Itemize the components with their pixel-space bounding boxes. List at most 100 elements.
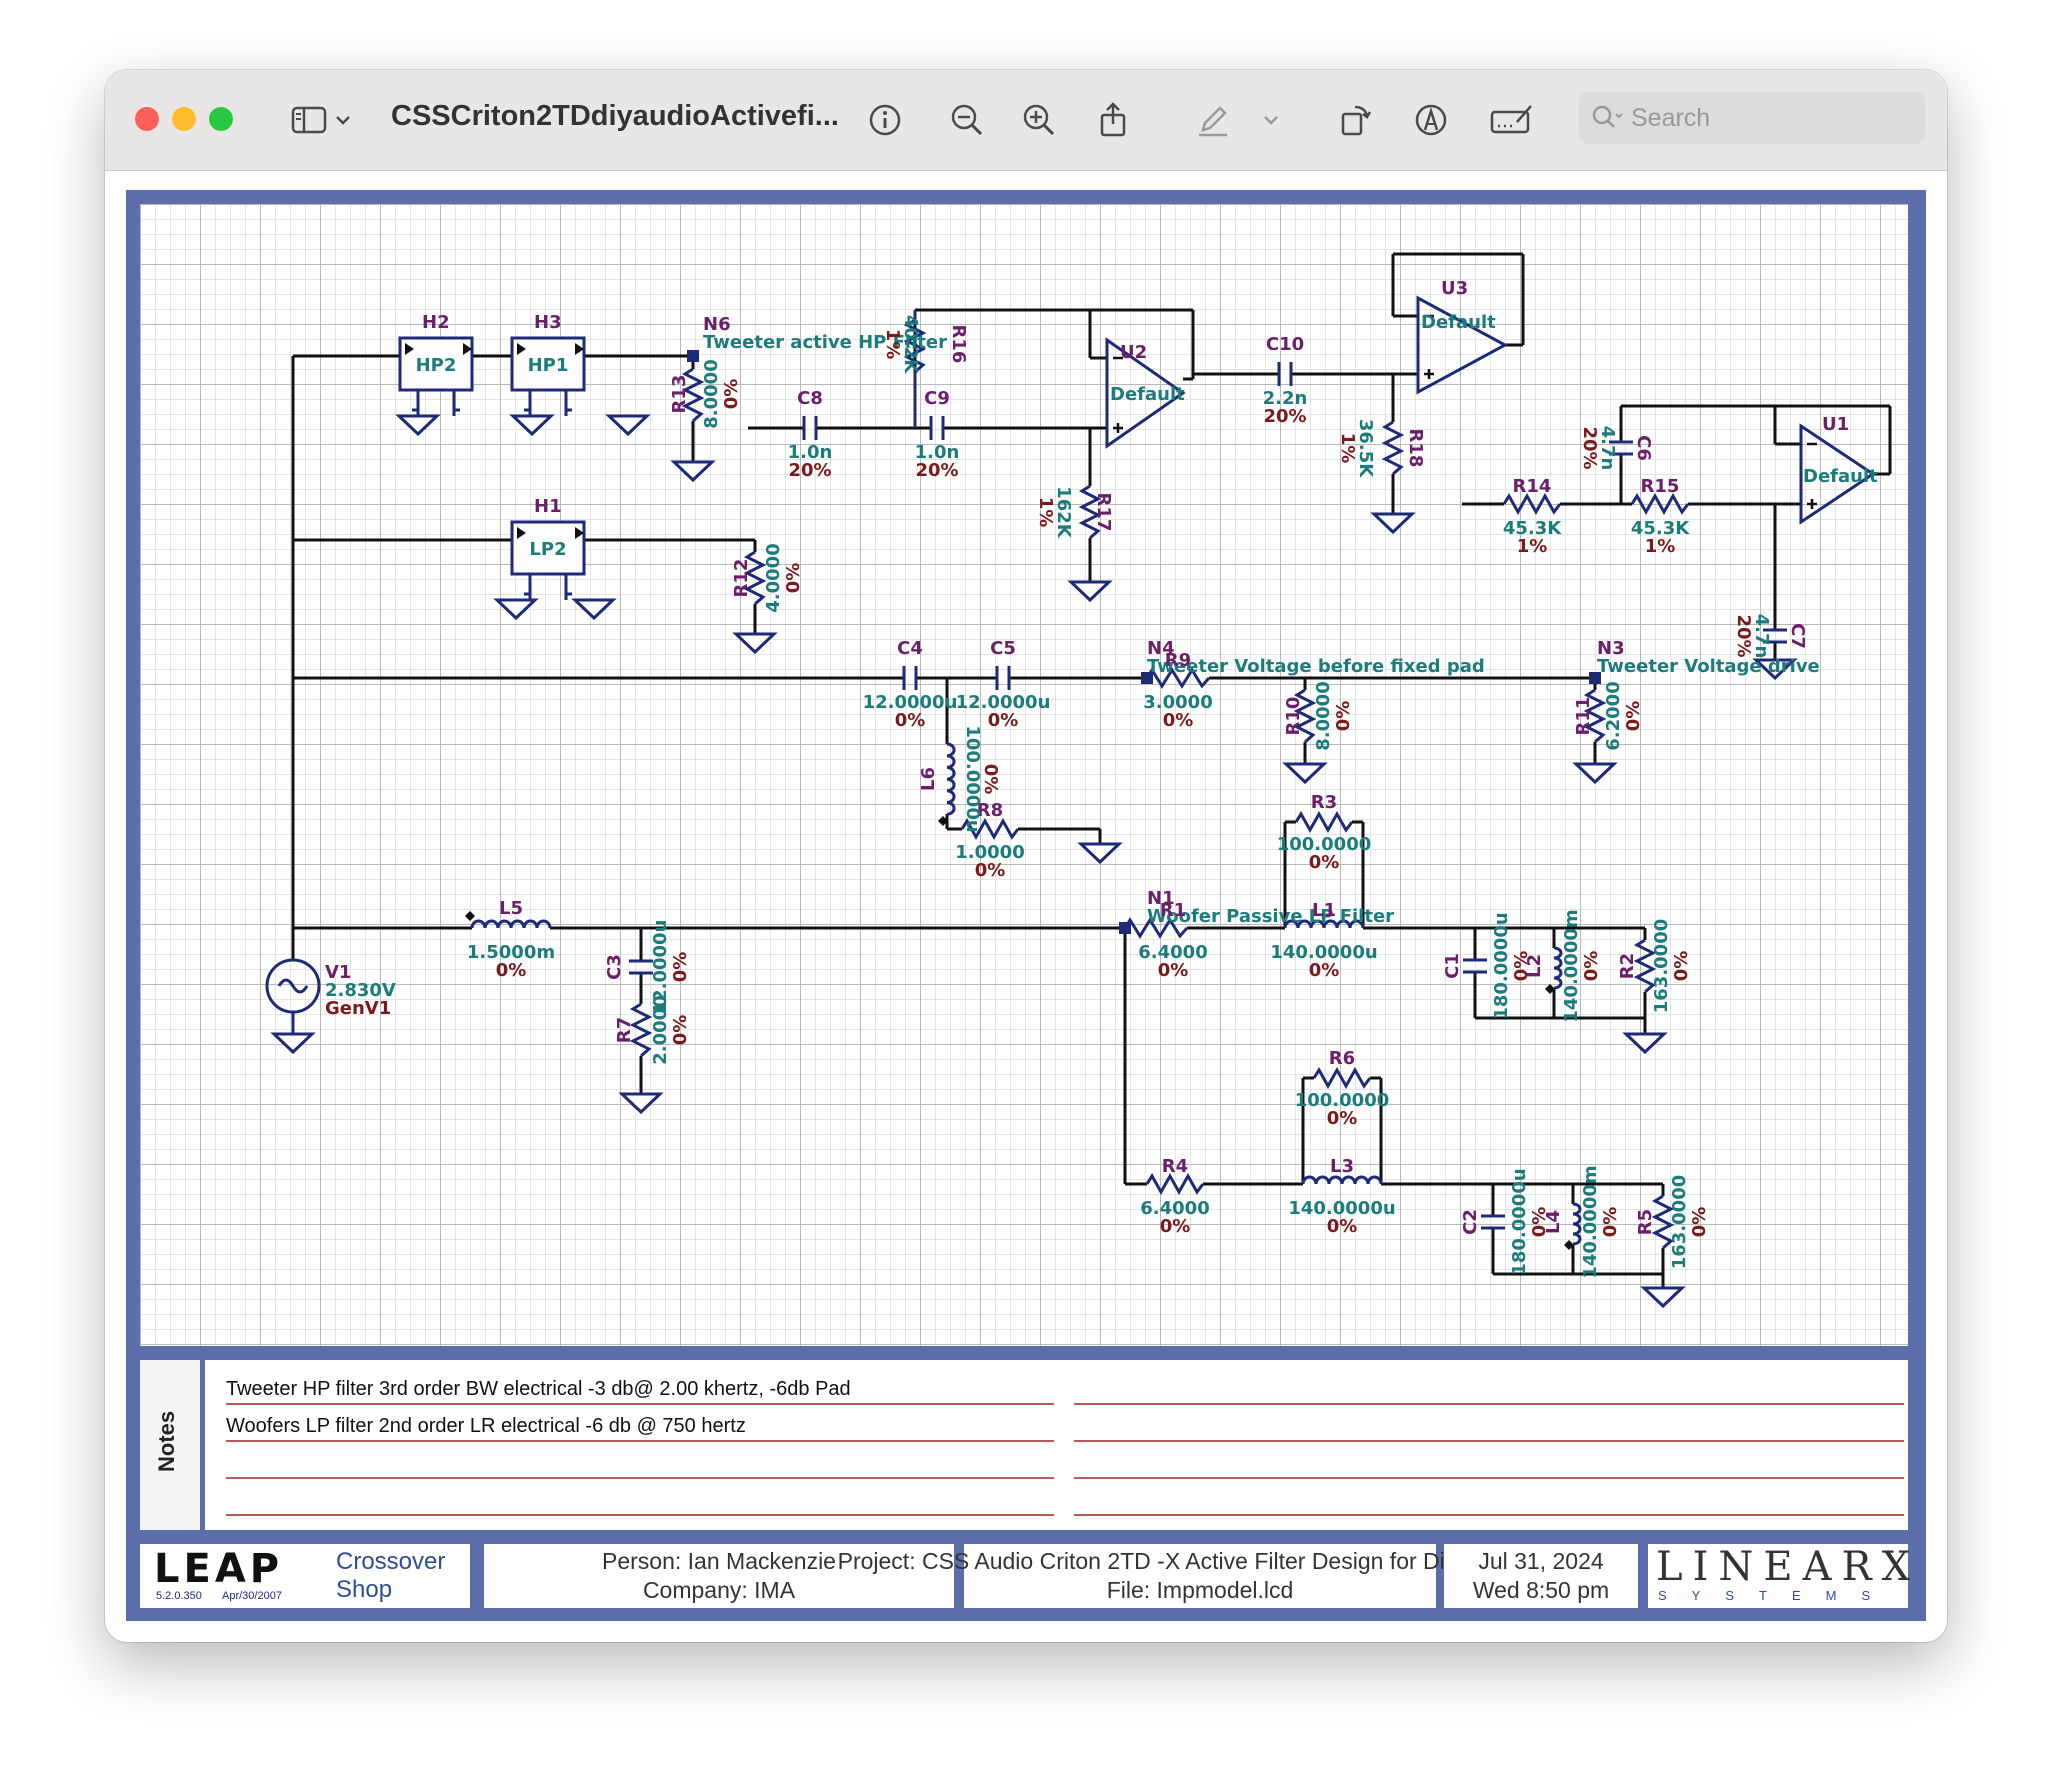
linearx-systems: SYSTEMS [1658,1588,1896,1603]
part-ref: R7 [614,1017,635,1043]
note-rule [1074,1440,1904,1442]
wires [291,252,1892,1288]
sidebar-icon[interactable] [287,98,331,142]
close-button[interactable] [135,107,159,131]
part-value: 163.0000 [1669,1175,1690,1270]
part-value: 4.7n [1751,614,1772,659]
search-field[interactable]: Search [1579,92,1925,144]
note-line-2[interactable]: Woofers LP filter 2nd order LR electrica… [226,1415,746,1437]
part-value: 12.0000u [650,920,671,1015]
part-value: 3.0000 [1143,692,1212,713]
annotate-icon[interactable] [1409,98,1453,142]
part-tolerance: 0% [1327,1216,1358,1237]
product-name-2: Shop [336,1576,393,1603]
part-tolerance: 0% [670,952,691,983]
part-tolerance: 0% [1511,951,1532,982]
part-ref: L1 [1312,900,1336,921]
node-ref: N1 [1147,888,1175,909]
part-tolerance: 20% [788,460,831,481]
chevron-down-icon[interactable] [329,98,357,142]
part-tolerance: 20% [1263,406,1306,427]
file-name: File: Impmodel.lcd [1106,1577,1294,1603]
part-tolerance: 0% [1160,1216,1191,1237]
node-label: Tweeter Voltage before fixed pad [1147,656,1485,677]
part-tolerance: 0% [670,1015,691,1046]
part-value: 1.0n [915,442,960,463]
part-ref: C7 [1787,623,1808,649]
block-arrows [405,343,584,539]
part-tolerance: 1% [882,329,903,360]
part-tolerance: 0% [1327,1108,1358,1129]
part-tolerance: 1% [1517,536,1548,557]
part-value: 180.0000u [1491,912,1512,1019]
source-name: GenV1 [325,998,391,1019]
part-ref: R14 [1513,476,1552,497]
opamp-ref: U1 [1822,414,1849,435]
title-bar: CSSCriton2TDdiyaudioActivefi... [105,70,1947,171]
info-icon[interactable] [863,98,907,142]
part-value: 45.3K [1631,518,1690,539]
zoom-in-icon[interactable] [1017,98,1061,142]
part-tolerance: 0% [1309,852,1340,873]
part-ref: R9 [1165,650,1191,671]
product-name-1: Crossover [336,1548,446,1575]
leap-logo-box: LEAP 5.2.0.350 Apr/30/2007 Crossover Sho… [140,1544,470,1608]
part-tolerance: 0% [988,710,1019,731]
leap-version: 5.2.0.350 [156,1590,202,1602]
part-ref: R16 [948,325,969,364]
part-tolerance: 0% [1600,1207,1621,1238]
note-line-1[interactable]: Tweeter HP filter 3rd order BW electrica… [226,1378,851,1400]
part-value: 6.4000 [1140,1198,1209,1219]
part-tolerance: 0% [1529,1207,1550,1238]
date-box: Jul 31, 2024 Wed 8:50 pm [1444,1544,1638,1608]
markup-pen-icon[interactable] [1191,98,1235,142]
leap-document: H2 HP2 H3 HP1 H1 LP2 N6 Tweeter active H… [126,190,1926,1621]
block-ref: H3 [534,312,562,333]
part-ref: C9 [924,388,950,409]
share-icon[interactable] [1091,98,1135,142]
ground-symbols [270,414,1798,1309]
search-placeholder: Search [1631,104,1711,132]
part-tolerance: 0% [975,860,1006,881]
part-ref: R17 [1093,493,1114,532]
part-ref: R3 [1311,792,1337,813]
part-ref: L3 [1330,1156,1354,1177]
part-tolerance: 20% [1733,614,1754,657]
part-value: 140.0000m [1580,1165,1601,1278]
opamp-ref: U2 [1120,342,1147,363]
note-rule [1074,1477,1904,1479]
part-tolerance: 1% [1035,497,1056,528]
person-box: Person: Ian Mackenzie Company: IMA [484,1544,954,1608]
part-ref: C5 [990,638,1016,659]
zoom-button[interactable] [209,107,233,131]
preview-window: CSSCriton2TDdiyaudioActivefi... [105,70,1947,1642]
node-ref: N6 [703,314,731,335]
part-tolerance: 0% [980,764,1001,795]
title-block: LEAP 5.2.0.350 Apr/30/2007 Crossover Sho… [140,1544,1910,1608]
part-ref: L4 [1543,1210,1564,1234]
part-tolerance: 0% [1163,710,1194,731]
part-tolerance: 0% [1581,951,1602,982]
linearx-logo: LINEARX [1656,1544,1921,1590]
part-value: 4.7n [1597,426,1618,471]
part-tolerance: 0% [1333,701,1354,732]
part-ref: L2 [1524,954,1545,978]
block-label: HP2 [416,355,457,376]
zoom-out-icon[interactable] [945,98,989,142]
part-value: 180.0000u [1509,1168,1530,1275]
part-tolerance: 0% [1689,1207,1710,1238]
minimize-button[interactable] [172,107,196,131]
part-ref: C1 [1442,953,1463,979]
time: Wed 8:50 pm [1472,1577,1610,1603]
part-tolerance: 0% [1158,960,1189,981]
part-tolerance: 1% [1337,433,1358,464]
components [265,295,1876,1250]
rotate-icon[interactable] [1333,98,1377,142]
part-ref: R11 [1573,697,1594,736]
markup-chevron-icon[interactable] [1257,98,1285,142]
part-ref: R12 [731,559,752,598]
form-fill-icon[interactable] [1487,98,1537,142]
crossover-schematic: H2 HP2 H3 HP1 H1 LP2 N6 Tweeter active H… [265,252,1892,1309]
source-ref: V1 [325,962,351,983]
part-ref: R2 [1617,953,1638,979]
